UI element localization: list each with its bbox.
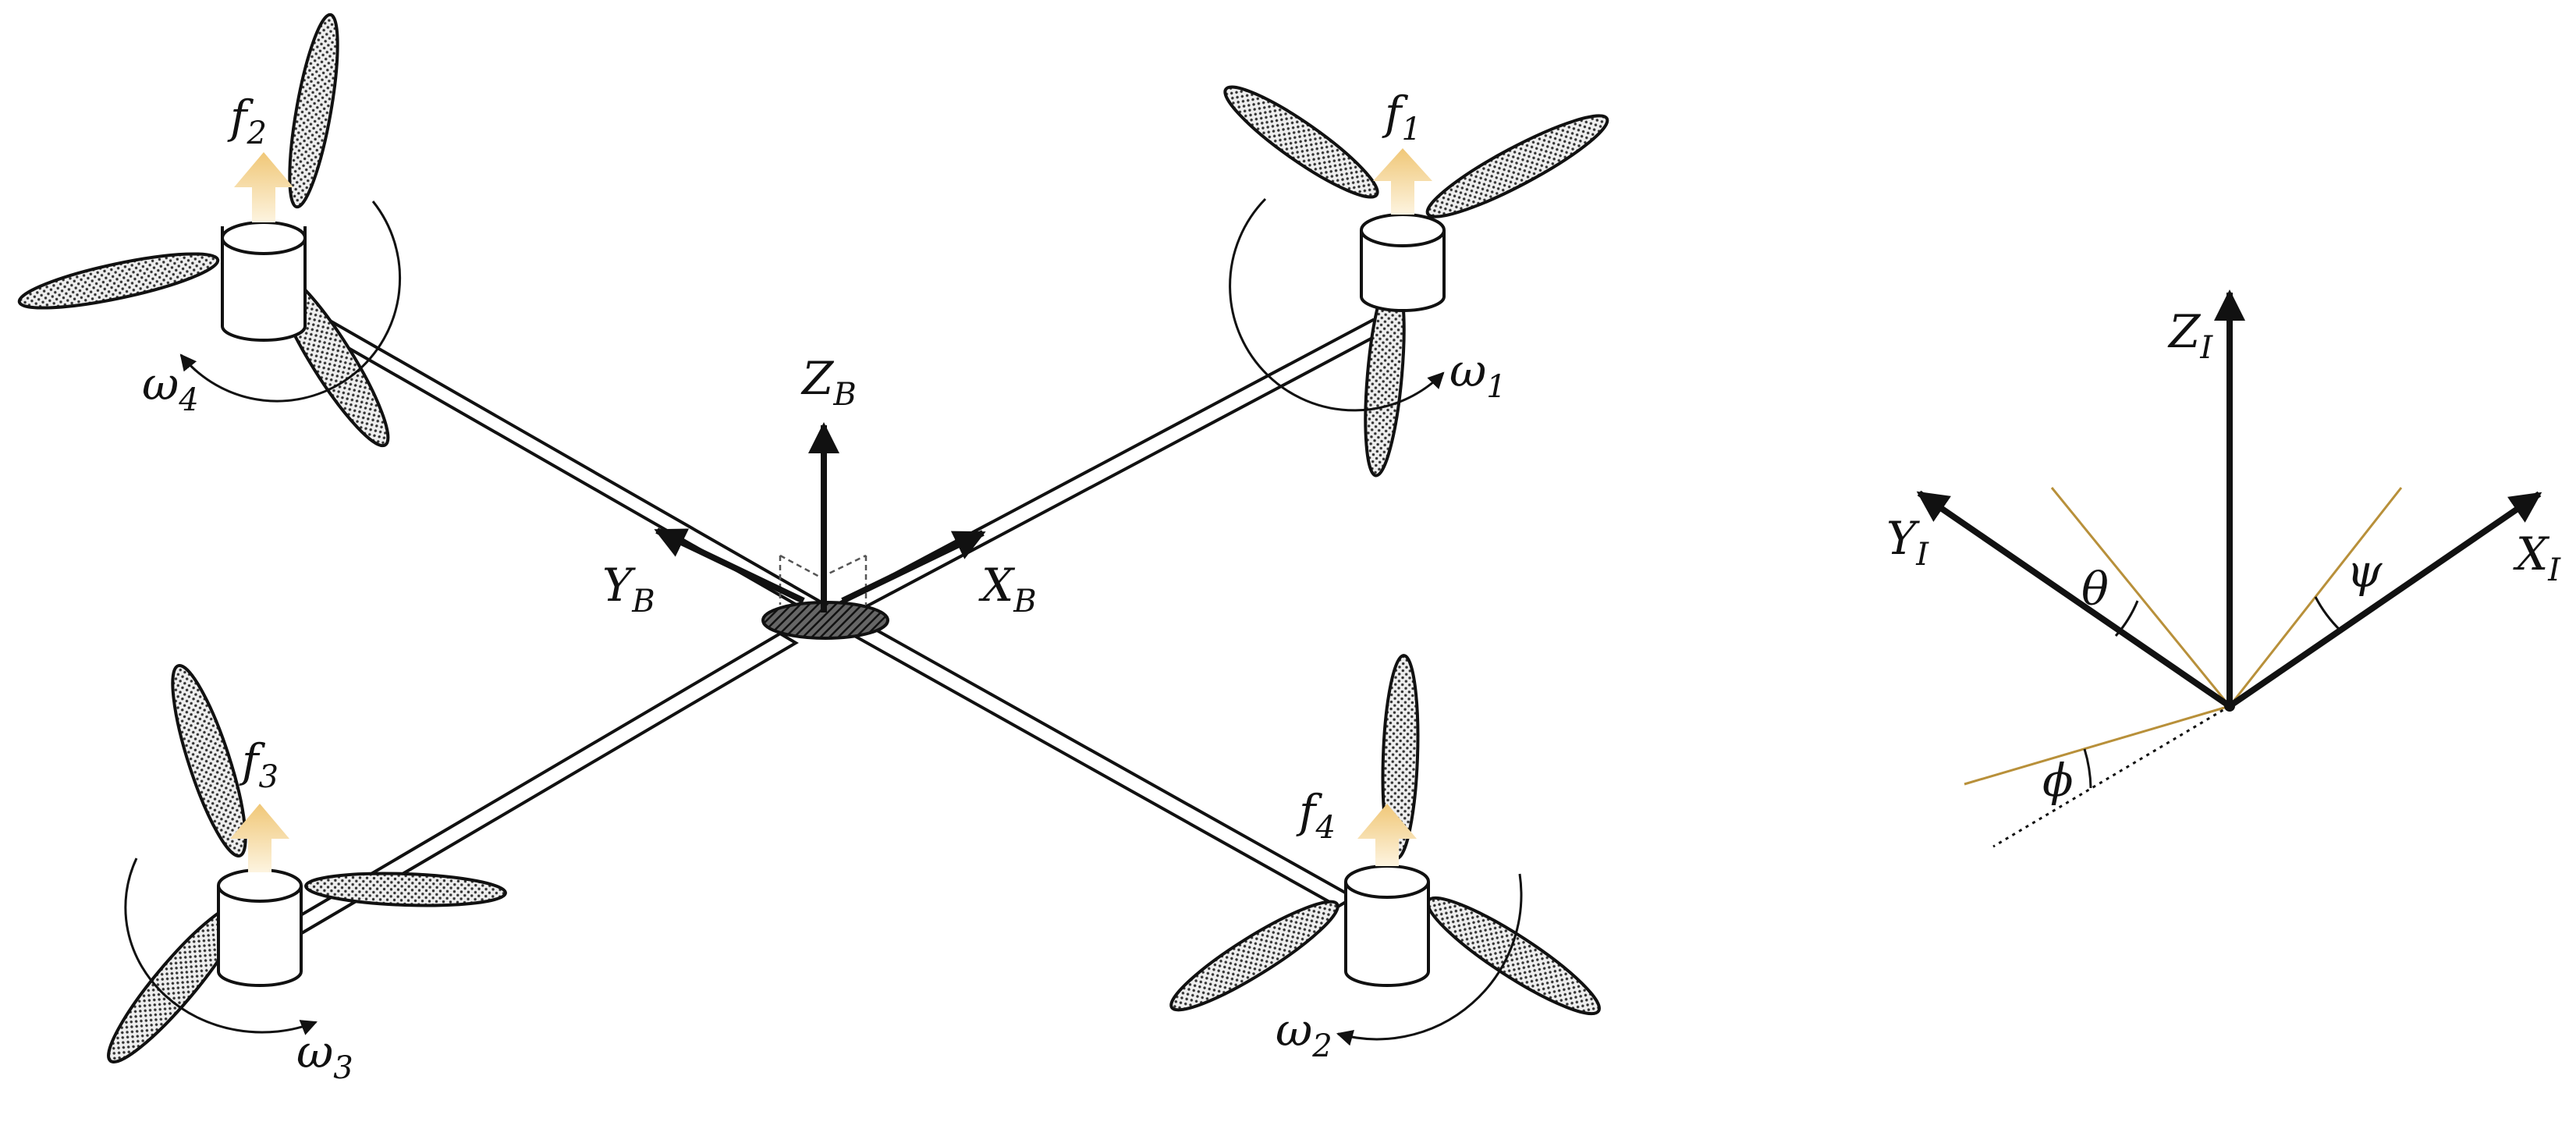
rotor-3-thrust-label: f3 (239, 734, 279, 795)
yb-axis (654, 527, 805, 604)
xb-label: XB (978, 559, 1037, 620)
rotor-2-thrust-label: f2 (227, 91, 267, 151)
arm-rear-right (847, 622, 1357, 909)
xi-label: XI (2513, 527, 2561, 588)
psi-arc (2314, 596, 2342, 632)
body-frame-axes: ZB XB YB (602, 352, 1037, 620)
rotor-4-thrust-arrow (1357, 804, 1417, 866)
rotor-1-thrust-label: f1 (1382, 87, 1421, 147)
theta-reference-line (2050, 487, 2231, 707)
body-frame-box (779, 554, 868, 605)
rotor-3-motor (217, 886, 303, 987)
zi-label: ZI (2167, 305, 2213, 366)
phi-arc (2083, 748, 2092, 789)
arm-front-right (807, 318, 1393, 630)
rotor-2-spin-arrow (179, 201, 402, 403)
phi-label: ϕ (2042, 754, 2074, 807)
rotor-1-thrust-arrow (1373, 148, 1432, 215)
yi-label: YI (1886, 512, 1929, 573)
rotor-1: f1 ω1 (1223, 85, 1609, 478)
yi-axis (1916, 490, 2232, 709)
theta-arc (2114, 600, 2139, 637)
rotor-3-thrust-arrow (230, 804, 289, 872)
rotor-4-spin-label: ω2 (1276, 1003, 1332, 1064)
yb-label: YB (602, 559, 655, 620)
rotor-4-thrust-label: f4 (1296, 785, 1336, 846)
rotor-3-spin-arrow (124, 857, 318, 1035)
inertial-frame: ZI XI YI θ ψ ϕ (1886, 289, 2561, 848)
psi-label: ψ (2347, 545, 2383, 598)
theta-label: θ (2081, 563, 2109, 616)
rotor-2-blades (17, 12, 390, 448)
rotor-3-spin-label: ω3 (296, 1025, 353, 1086)
rotor-4-motor (1344, 882, 1430, 987)
rotor-2-motor (221, 226, 307, 342)
rotor-4-spin-arrow (1336, 873, 1523, 1046)
quadrotor-frame (282, 306, 1393, 936)
xi-axis (2227, 491, 2542, 709)
rotor-1-spin-label: ω1 (1449, 344, 1506, 405)
rotor-2-thrust-arrow (234, 152, 293, 222)
rotor-3: f3 ω3 (107, 663, 507, 1086)
rotor-4: f4 ω2 (1169, 654, 1601, 1064)
phi-dotted-line (1992, 705, 2230, 848)
rotor-2: f2 ω4 (17, 12, 402, 448)
xb-axis (841, 530, 986, 604)
phi-reference-line (1964, 705, 2230, 786)
rotor-1-blades (1223, 85, 1609, 478)
rotor-3-blades (107, 663, 507, 1063)
rotor-2-spin-label: ω4 (142, 357, 199, 418)
rotor-1-spin-arrow (1229, 197, 1445, 412)
inertial-origin (2224, 701, 2235, 712)
rotor-4-blades (1169, 654, 1601, 1016)
rotor-1-motor (1360, 230, 1446, 312)
zb-label: ZB (800, 352, 857, 413)
